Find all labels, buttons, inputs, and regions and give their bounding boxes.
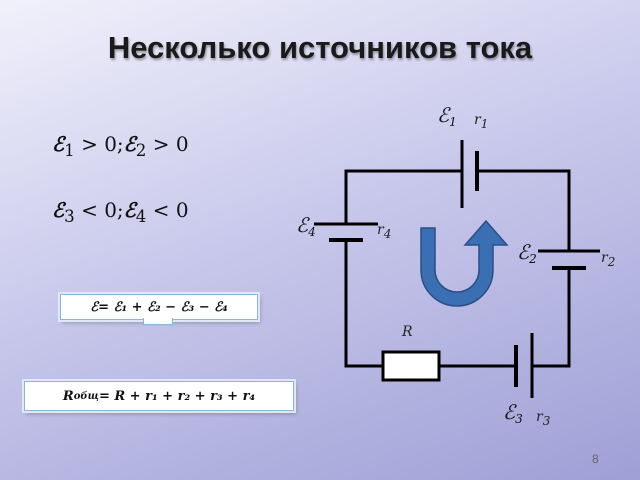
condition-line-2: ℰ3 < 0;ℰ4 < 0 xyxy=(52,198,189,226)
r-total-subscript: общ xyxy=(73,390,99,402)
emf-sum-text: ℰ= ℰ₁ + ℰ₂ − ℰ₃ − ℰ₄ xyxy=(90,299,228,315)
r-total-symbol: R xyxy=(62,388,74,404)
emf-3-label: ℰ3 xyxy=(503,400,523,426)
page-number: 8 xyxy=(592,452,599,466)
resistor xyxy=(381,350,441,382)
emf-2-label: ℰ2 xyxy=(517,240,537,266)
slide-title: Несколько источников тока xyxy=(107,30,533,65)
resistor-label: R xyxy=(401,324,413,340)
r-1-label: r1 xyxy=(474,112,488,131)
formula-tab xyxy=(143,318,173,325)
current-direction-arrow xyxy=(420,219,509,307)
r-3-label: r3 xyxy=(536,409,551,428)
emf-sum-formula: ℰ= ℰ₁ + ℰ₂ − ℰ₃ − ℰ₄ xyxy=(60,294,258,320)
emf-1-label: ℰ1 xyxy=(437,103,457,129)
r-2-label: r2 xyxy=(601,250,615,269)
emf-4-label: ℰ4 xyxy=(296,213,316,239)
r-total-sum: = R + r₁ + r₂ + r₃ + r₄ xyxy=(98,388,256,404)
condition-line-1: ℰ1 > 0;ℰ2 > 0 xyxy=(52,132,189,160)
r-4-label: r4 xyxy=(377,222,391,241)
